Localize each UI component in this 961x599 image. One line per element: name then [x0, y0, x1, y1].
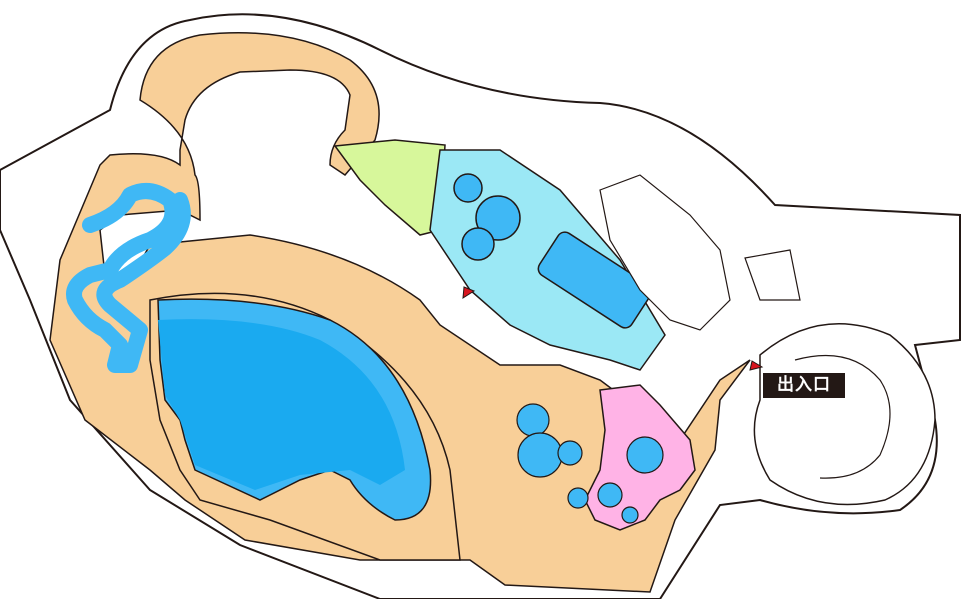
slide-splash-pool	[461, 227, 495, 261]
entrance-marker-icon	[749, 360, 764, 371]
slide-splash-pool	[453, 173, 483, 203]
lazy-river-slide	[66, 183, 191, 373]
small-pool	[567, 487, 589, 509]
kids-pool	[597, 482, 623, 508]
location-marker-icon	[462, 286, 476, 299]
entrance-label: 出入口	[763, 373, 845, 398]
building-outline	[599, 174, 731, 331]
kids-pool	[621, 506, 639, 524]
slide-splash-pool	[475, 195, 521, 241]
small-pool	[517, 432, 563, 478]
kids-pool	[626, 436, 664, 474]
entrance-plaza-ring	[794, 354, 891, 479]
small-pool	[516, 403, 550, 437]
wave-pool-deep	[158, 319, 405, 490]
entrance-plaza	[753, 323, 936, 506]
lap-pool	[537, 231, 653, 329]
green-zone	[333, 139, 446, 236]
building-outline	[744, 249, 801, 301]
small-pool	[557, 440, 583, 466]
